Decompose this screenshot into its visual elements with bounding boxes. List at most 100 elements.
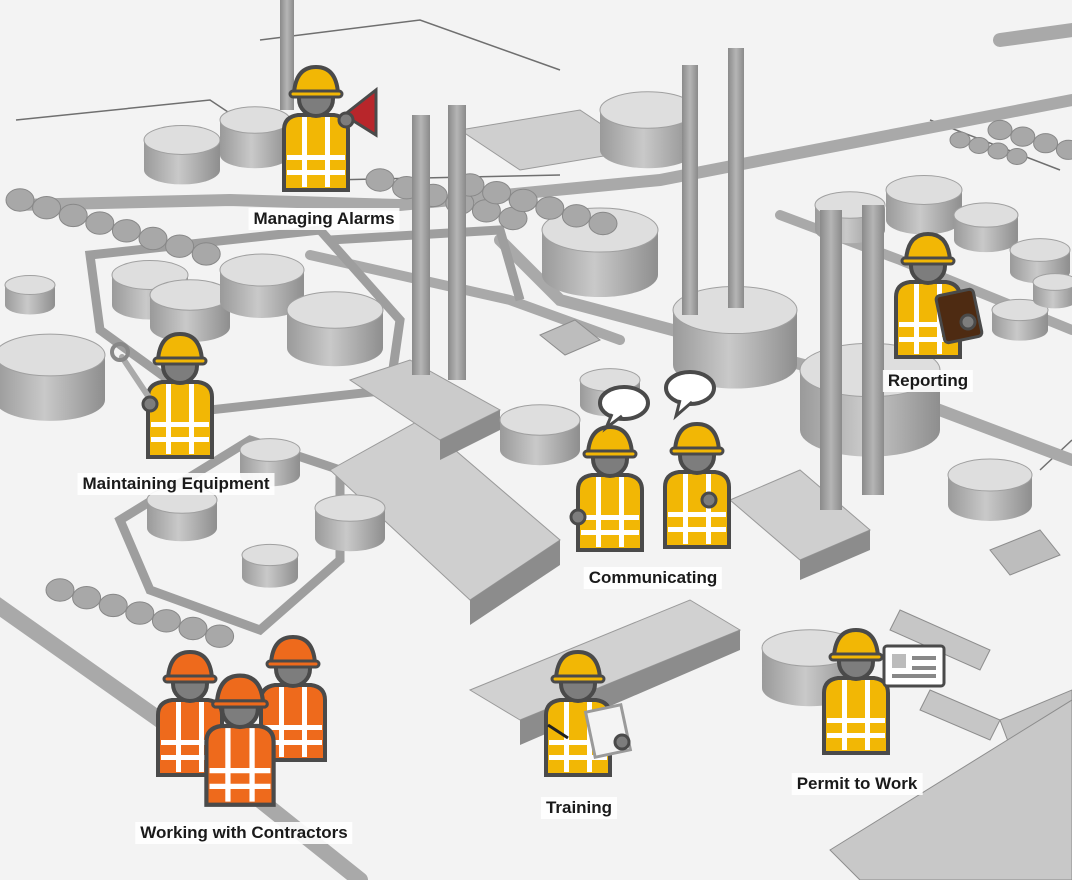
tank-roof [143, 125, 221, 155]
vest-stripe [899, 337, 957, 342]
small-vessel [365, 168, 395, 192]
worker-hand [959, 313, 977, 331]
vest-stripe [581, 515, 639, 520]
vest-stripe [264, 725, 322, 730]
vest-stripe [842, 680, 847, 750]
hard-hat [553, 649, 603, 680]
vest-stripe [914, 284, 919, 354]
hard-hat-brim [582, 449, 638, 459]
speech-bubble-icon [664, 370, 716, 406]
small-vessel [85, 211, 115, 235]
role-label-reporting: Reporting [882, 370, 974, 392]
vest-stripe [176, 702, 181, 772]
small-vessel [949, 131, 971, 149]
tank-roof [885, 175, 963, 205]
tank-roof [991, 298, 1049, 322]
worker-hand [337, 111, 355, 129]
tank-roof [314, 494, 386, 522]
safety-vest [663, 470, 731, 549]
small-vessel [32, 196, 62, 220]
vest-stripe [189, 384, 194, 454]
role-label-communicating: Communicating [583, 567, 723, 589]
wrench-head [110, 342, 130, 362]
hard-hat [291, 64, 341, 95]
worker-figure [822, 627, 946, 755]
tank-roof [286, 291, 384, 329]
small-vessel [968, 137, 990, 154]
small-vessel [111, 219, 141, 243]
vest-stripe [827, 718, 885, 723]
role-label-training: Training [540, 797, 618, 819]
tank-roof [1009, 238, 1071, 262]
small-vessel [125, 601, 155, 625]
small-vessel [588, 211, 618, 236]
wrench-icon [119, 354, 155, 405]
safety-vest [576, 473, 644, 552]
hard-hat [903, 231, 953, 262]
tank-roof [219, 106, 291, 134]
worker-figure [894, 231, 984, 359]
vest-stripe [209, 783, 271, 789]
worker-figure [204, 673, 276, 807]
hard-hat-brim [152, 356, 208, 366]
vest-stripe [596, 477, 601, 547]
small-vessel [178, 616, 208, 641]
hard-hat-brim [162, 674, 218, 684]
vest-stripe [161, 740, 219, 745]
hard-hat [165, 649, 215, 680]
tank-roof [0, 333, 106, 377]
vest-stripe [151, 437, 209, 442]
permit-card-line [912, 666, 936, 670]
vest-stripe [668, 527, 726, 532]
small-vessel [138, 226, 168, 251]
worker-figure [110, 331, 214, 459]
small-vessel [165, 234, 195, 258]
vest-stripe [287, 170, 345, 175]
small-vessel [45, 578, 75, 602]
vest-stripe [161, 755, 219, 760]
tank-roof [953, 202, 1019, 228]
hard-hat-brim [265, 659, 321, 669]
worker-hand [569, 508, 587, 526]
speech-bubble-icon [598, 385, 650, 421]
worker-hand [613, 733, 631, 751]
worker-figure [282, 64, 378, 192]
permit-card-photo [892, 654, 906, 668]
vest-stripe [865, 680, 870, 750]
tank-body [220, 120, 290, 169]
vest-stripe [668, 512, 726, 517]
vest-stripe [209, 768, 271, 774]
hard-hat-brim [211, 699, 269, 709]
worker-hand [700, 491, 718, 509]
hard-hat-brim [669, 446, 725, 456]
small-vessel [1010, 126, 1036, 147]
role-label-working-with-contractors: Working with Contractors [135, 822, 353, 844]
permit-card-line [912, 656, 936, 660]
vest-stripe [287, 155, 345, 160]
vest-stripe [549, 755, 607, 760]
vest-stripe [549, 740, 607, 745]
small-vessel [987, 142, 1009, 160]
vest-stripe [199, 702, 204, 772]
role-label-maintaining-equipment: Maintaining Equipment [77, 473, 275, 495]
vest-stripe [827, 733, 885, 738]
vest-stripe [325, 117, 330, 187]
tank-roof [4, 275, 56, 295]
worker-figure [569, 424, 644, 552]
vest-stripe [166, 384, 171, 454]
small-vessel [561, 204, 591, 228]
speech-bubble-tail [602, 413, 623, 433]
vest-stripe [706, 474, 711, 544]
hard-hat-brim [550, 674, 606, 684]
pen-icon [547, 723, 569, 740]
safety-vest [822, 676, 890, 755]
safety-vest [146, 380, 214, 459]
small-vessel [535, 196, 565, 220]
vest-stripe [279, 687, 284, 757]
hard-hat [831, 627, 881, 658]
vest-stripe [225, 728, 231, 802]
tank-roof [219, 253, 305, 287]
small-vessel [151, 609, 181, 633]
hard-hat [214, 673, 266, 705]
